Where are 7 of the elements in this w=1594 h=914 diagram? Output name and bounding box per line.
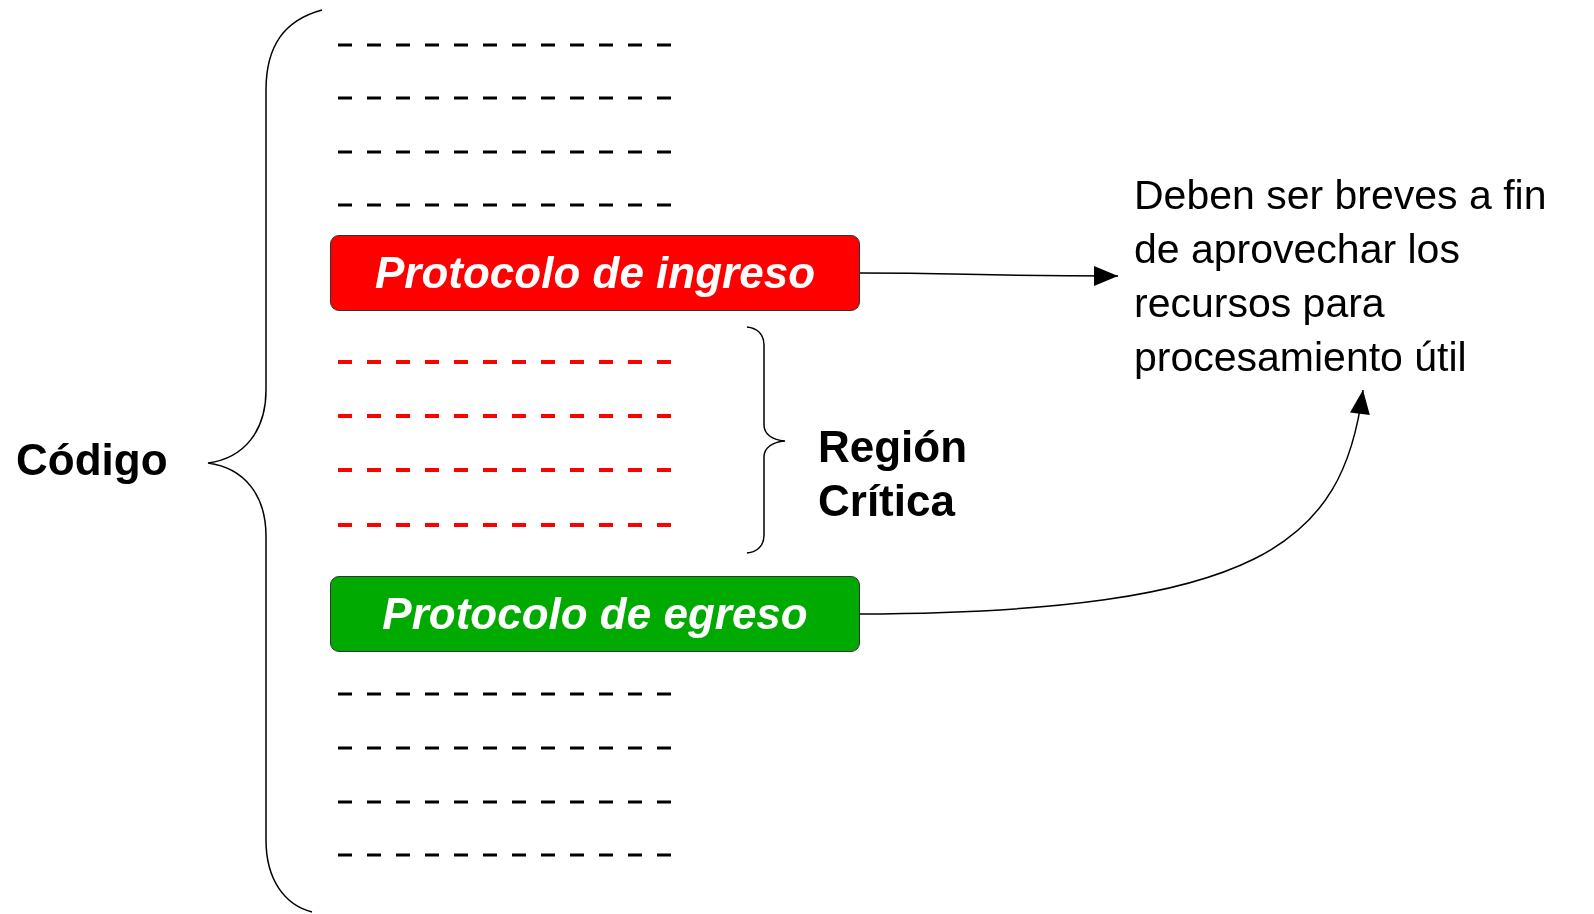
brace-label: Código [16, 434, 168, 486]
arrow [859, 389, 1369, 615]
arrow [859, 265, 1119, 286]
process-box: Protocolo de egreso [330, 576, 860, 652]
process-box: Protocolo de ingreso [330, 235, 860, 311]
brace-label: Región Crítica [818, 421, 969, 527]
note-text: Deben ser breves a fin de aprovechar los recursos para procesamiento útil [1134, 168, 1592, 384]
